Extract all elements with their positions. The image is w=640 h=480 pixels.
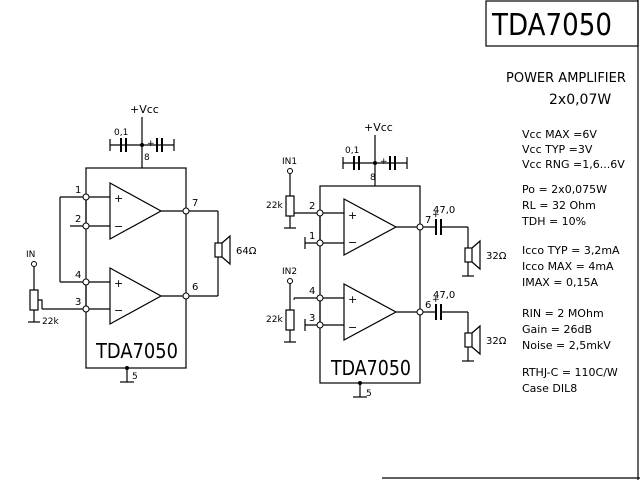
right-outcap2-value: 47,0	[433, 290, 455, 301]
right-input1-jack	[287, 168, 293, 174]
spec-rthj: RTHJ-C = 110C/W	[522, 366, 618, 379]
right-speaker2-icon	[464, 332, 473, 348]
right-opamp-1-plus: +	[348, 209, 357, 222]
left-cap-value: 0,1	[114, 128, 128, 138]
right-pin7-terminal	[416, 223, 424, 231]
right-pin3: 3	[309, 313, 315, 324]
left-input-label: IN	[26, 250, 35, 260]
right-outcap1-plus: +	[432, 210, 440, 220]
right-opamp-1	[343, 197, 398, 257]
left-chip-label: TDA7050	[95, 339, 178, 363]
left-circuit: +Vcc 0,1 + 8 TDA7050 + − + −	[26, 103, 257, 383]
right-input2-label: IN2	[282, 267, 297, 277]
right-pin2: 2	[309, 201, 315, 212]
right-outcap1-value: 47,0	[433, 205, 455, 216]
left-pin5-node	[125, 366, 129, 370]
right-circuit: +Vcc 0,1 + 8 TDA7050 + − + − 2 1	[266, 121, 507, 399]
left-chip-body	[85, 167, 187, 369]
left-pin7: 7	[192, 198, 198, 209]
right-speaker2-label: 32Ω	[486, 336, 507, 347]
right-opamp-2-minus: −	[348, 321, 357, 334]
right-pin3-terminal	[316, 321, 324, 329]
left-pin5: 5	[132, 372, 138, 382]
right-pin2-terminal	[316, 209, 324, 217]
left-opamp-1-minus: −	[114, 220, 123, 233]
spec-case: Case DIL8	[522, 382, 578, 395]
spec-gain: Gain = 26dB	[522, 323, 593, 336]
left-speaker-cone	[221, 234, 231, 266]
spec-vcc-typ: Vcc TYP =3V	[522, 143, 593, 156]
spec-vcc-range: Vcc RNG =1,6...6V	[522, 158, 625, 171]
right-pin6: 6	[425, 300, 431, 311]
right-pin8: 8	[370, 173, 376, 183]
right-speaker1-icon	[464, 247, 473, 263]
right-cap-value: 0,1	[345, 146, 359, 156]
left-speaker-label: 64Ω	[236, 246, 257, 257]
page-title: TDA7050	[491, 8, 612, 43]
right-pot2-icon	[285, 309, 295, 331]
right-opamp-1-minus: −	[348, 236, 357, 249]
left-pin7-terminal	[182, 207, 190, 215]
spec-icco-max: Icco MAX = 4mA	[522, 260, 614, 273]
spec-imax: IMAX = 0,15A	[522, 276, 599, 289]
left-opamp-2-minus: −	[114, 304, 123, 317]
right-pin5-node	[358, 381, 362, 385]
right-vcc-label: +Vcc	[364, 121, 393, 134]
right-pin4-terminal	[316, 294, 324, 302]
right-pin4: 4	[309, 286, 315, 297]
right-input2-jack	[287, 278, 293, 284]
left-pin6-terminal	[182, 292, 190, 300]
right-pot1-value: 22k	[266, 201, 283, 211]
left-pin3-terminal	[82, 305, 90, 313]
title-box	[485, 0, 639, 47]
left-opamp-1-plus: +	[114, 192, 123, 205]
left-pin2: 2	[75, 214, 81, 225]
left-pin8: 8	[144, 153, 150, 163]
left-pin2-terminal	[82, 222, 90, 230]
left-pin3: 3	[75, 297, 81, 308]
spec-rl: RL = 32 Ohm	[522, 199, 596, 212]
spec-vcc-max: Vcc MAX =6V	[522, 128, 597, 141]
left-pin4-terminal	[82, 278, 90, 286]
left-opamp-2-plus: +	[114, 277, 123, 290]
spec-rin: RIN = 2 MOhm	[522, 307, 604, 320]
right-pin7: 7	[425, 215, 431, 226]
left-pot-wiper	[38, 299, 43, 309]
left-opamp-1	[109, 181, 163, 241]
left-cap-plus: +	[147, 139, 155, 149]
right-chip-body	[319, 185, 421, 384]
spec-tdh: TDH = 10%	[522, 215, 587, 228]
left-pin4: 4	[75, 270, 81, 281]
right-pin6-terminal	[416, 308, 424, 316]
spec-icco-typ: Icco TYP = 3,2mA	[522, 244, 620, 257]
right-speaker1-label: 32Ω	[486, 251, 507, 262]
spec-noise: Noise = 2,5mkV	[522, 339, 611, 352]
left-speaker-icon	[214, 242, 223, 258]
subtitle-line2: 2x0,07W	[549, 92, 611, 108]
left-pin6: 6	[192, 282, 198, 293]
left-input-jack	[31, 261, 37, 267]
right-pot1-icon	[285, 195, 295, 217]
right-pin1: 1	[309, 231, 315, 242]
spec-po: Po = 2x0,075W	[522, 183, 608, 196]
right-chip-label: TDA7050	[330, 356, 411, 380]
right-opamp-2	[343, 282, 398, 342]
left-pin1-terminal	[82, 193, 90, 201]
right-speaker1-cone	[471, 239, 481, 271]
right-pin1-terminal	[316, 239, 324, 247]
right-cap-plus: +	[380, 157, 388, 167]
right-pin5: 5	[366, 389, 372, 399]
right-outcap2-plus: +	[432, 295, 440, 305]
left-opamp-2	[109, 266, 163, 326]
right-input1-label: IN1	[282, 157, 297, 167]
subtitle-line1: POWER AMPLIFIER	[506, 71, 626, 86]
right-pot2-value: 22k	[266, 315, 283, 325]
left-pin1: 1	[75, 185, 81, 196]
right-opamp-2-plus: +	[348, 293, 357, 306]
left-pot-icon	[29, 289, 39, 311]
right-speaker2-cone	[471, 324, 481, 356]
left-vcc-label: +Vcc	[130, 103, 159, 116]
left-pot-value: 22k	[42, 317, 59, 327]
